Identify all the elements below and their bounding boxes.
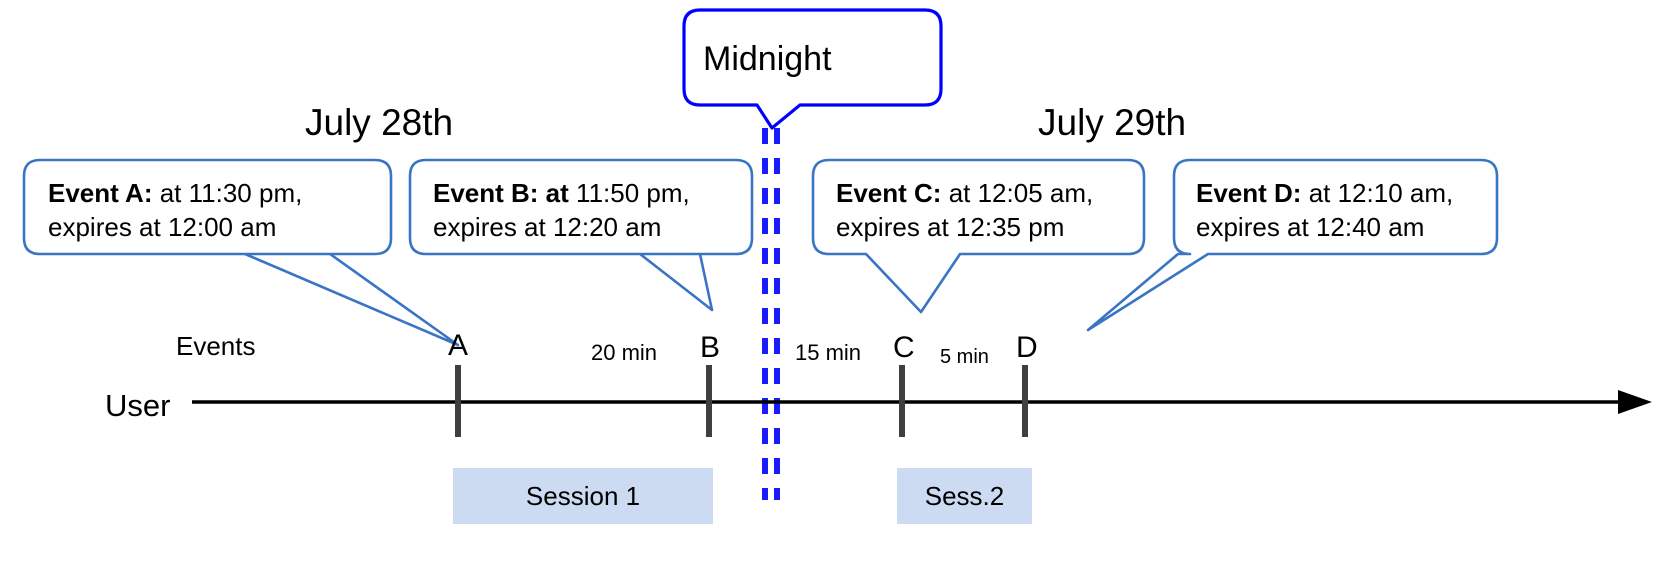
callout-event-c-line2: expires at 12:35 pm (836, 212, 1065, 243)
callout-event-b-bold: Event B: at (433, 178, 569, 208)
midnight-callout-shape (682, 8, 943, 130)
events-lane-label: Events (176, 331, 256, 361)
callout-event-b-shape (408, 158, 754, 312)
day-july-28-label: July 28th (305, 102, 454, 143)
event-marker-b-label: B (700, 331, 721, 364)
interval-b-c-label: 15 min (795, 340, 862, 365)
interval-a-b-label: 20 min (591, 340, 658, 365)
midnight-label: Midnight (703, 40, 832, 78)
callout-event-b-text: Event B: at 11:50 pm, expires at 12:20 a… (433, 176, 753, 245)
session-box-2-label: Sess.2 (924, 480, 1005, 511)
event-marker-d-label: D (1016, 331, 1038, 364)
callout-event-a-shape (22, 158, 460, 347)
callout-event-d-rest: at 12:10 am, (1301, 178, 1454, 208)
callout-event-a-rest: at 11:30 pm, (152, 178, 303, 208)
interval-c-d-label: 5 min (940, 346, 989, 368)
callout-event-c-text: Event C: at 12:05 am, expires at 12:35 p… (836, 176, 1151, 245)
midnight-divider-lines (762, 128, 780, 500)
callout-event-d-bold: Event D: (1196, 178, 1302, 208)
callout-event-a-text: Event A: at 11:30 pm, expires at 12:00 a… (48, 176, 388, 245)
session-box-1: Session 1 (453, 468, 713, 524)
callout-event-b-line2: expires at 12:20 am (433, 212, 662, 243)
user-timeline-axis (192, 390, 1652, 414)
event-marker-a-label: A (448, 329, 469, 362)
event-tick-marks (455, 365, 1028, 437)
callout-event-d-line2: expires at 12:40 am (1196, 212, 1425, 243)
day-july-29-label: July 29th (1038, 102, 1187, 143)
callout-event-c-bold: Event C: (836, 178, 942, 208)
callout-event-c-shape (811, 158, 1146, 314)
user-lane-label: User (105, 388, 171, 423)
callout-event-c-rest: at 12:05 am, (941, 178, 1094, 208)
callout-event-a-bold: Event A: (48, 178, 153, 208)
session-box-2: Sess.2 (897, 468, 1032, 524)
callout-event-a-line2: expires at 12:00 am (48, 212, 277, 243)
event-marker-c-label: C (893, 331, 915, 364)
session-box-1-label: Session 1 (525, 480, 641, 511)
callout-event-b-rest: 11:50 pm, (568, 178, 690, 208)
callout-event-d-text: Event D: at 12:10 am, expires at 12:40 a… (1196, 176, 1506, 245)
callout-event-d-shape (1086, 158, 1499, 332)
